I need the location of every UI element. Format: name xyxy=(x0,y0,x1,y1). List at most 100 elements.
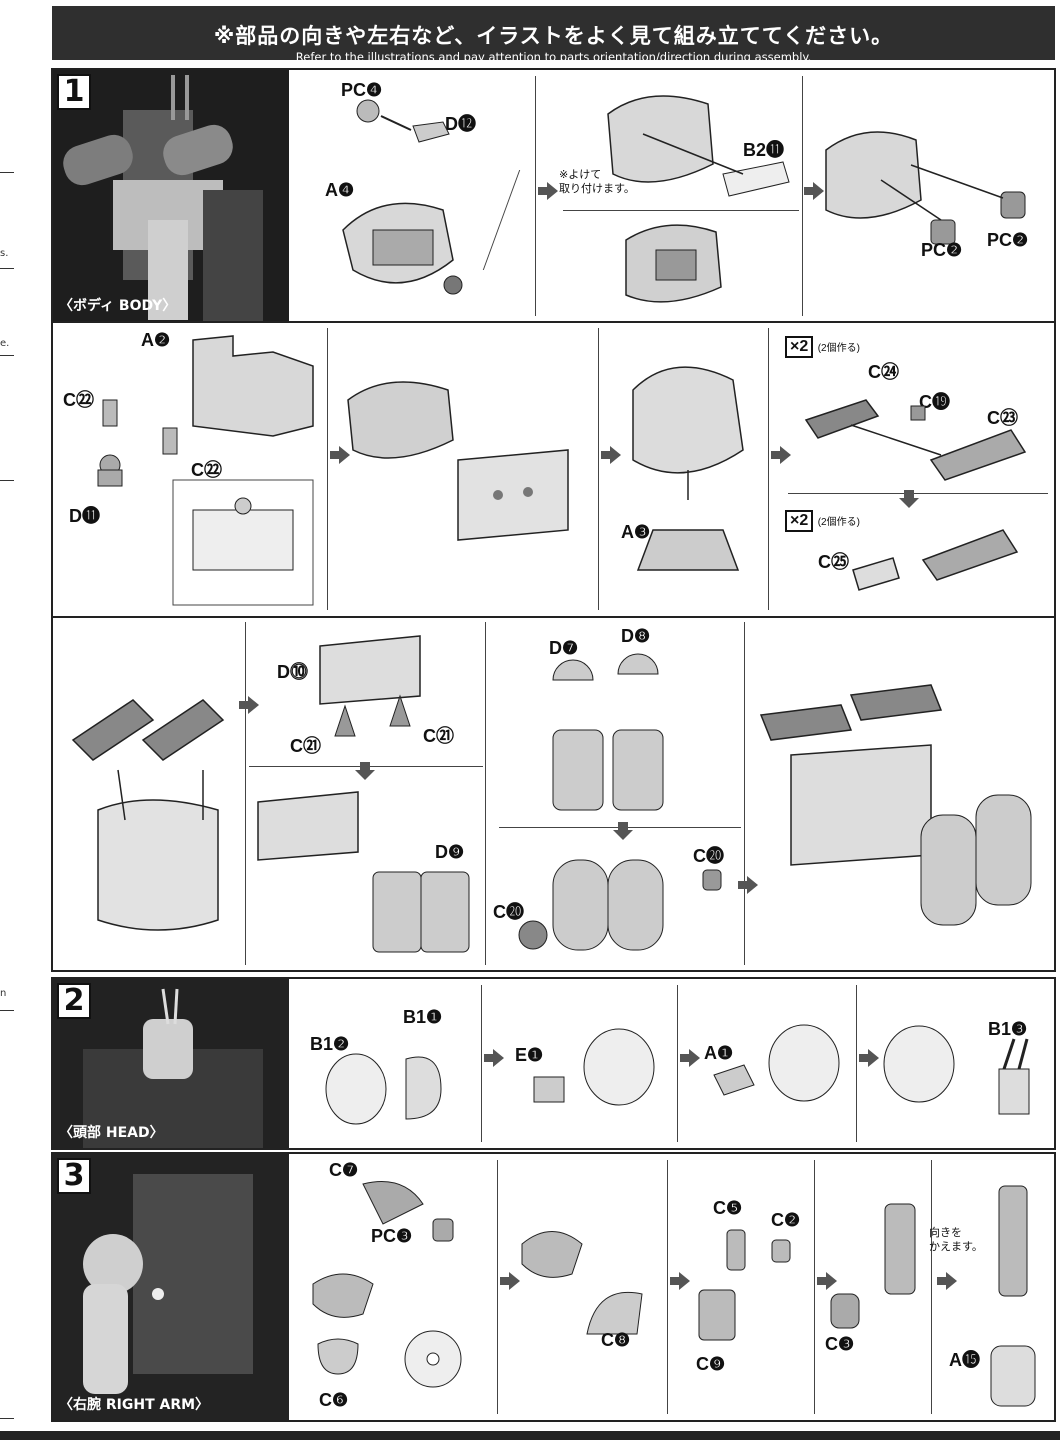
part-label-c20: C⓴ xyxy=(693,846,724,866)
part-label-c22: C㉒ xyxy=(191,460,222,480)
sub-divider xyxy=(788,493,1048,494)
part-label-d7: D❼ xyxy=(549,638,579,658)
row-divider xyxy=(53,321,1054,323)
step-arrow xyxy=(771,446,791,464)
part-label-pc2: PC❷ xyxy=(987,230,1029,250)
part-label-b1-1: B1❶ xyxy=(403,1007,443,1027)
column-divider xyxy=(802,76,803,316)
down-arrow xyxy=(899,490,919,508)
margin-rule xyxy=(0,268,14,269)
torso-a3-illustration xyxy=(632,366,744,571)
column-divider xyxy=(667,1160,668,1414)
step-arrow xyxy=(859,1049,879,1067)
column-divider xyxy=(814,1160,815,1414)
torso-b2-illustration xyxy=(607,95,790,197)
step-3-panel: 3 〈右腕 RIGHT ARM〉 C❼ PC❸ C❻ C❽ C❺ C❷ C❾ C… xyxy=(51,1152,1056,1422)
cannon-c25-illustration xyxy=(852,529,1019,591)
part-label-a1: A❶ xyxy=(704,1043,734,1063)
part-label-pc2: PC❷ xyxy=(921,240,963,260)
part-label-c8: C❽ xyxy=(601,1330,631,1350)
part-label-c6: C❻ xyxy=(319,1390,349,1410)
upper-arm-illustration xyxy=(312,1181,462,1388)
repeat-count: ×2 xyxy=(785,510,814,532)
step-1-panel: 1 〈ボディ BODY〉 PC❹ D⓬ A❹ ※よけて取り付けます。 B2⓫ xyxy=(51,68,1056,972)
head-e1-illustration xyxy=(533,1028,655,1106)
part-label-c7: C❼ xyxy=(329,1160,359,1180)
column-divider xyxy=(327,328,328,610)
part-label-c5: C❺ xyxy=(713,1198,743,1218)
step-arrow xyxy=(239,696,259,714)
shoulder-d10-illustration xyxy=(319,635,421,737)
part-label-c9: C❾ xyxy=(696,1354,726,1374)
step-arrow xyxy=(937,1272,957,1290)
body-photo: 1 〈ボディ BODY〉 xyxy=(53,70,289,321)
margin-rule xyxy=(0,480,14,481)
torso-a4-illustration xyxy=(342,202,463,295)
step-arrow xyxy=(601,446,621,464)
margin-rule xyxy=(0,355,14,356)
step-arrow xyxy=(538,182,558,200)
part-label-c24: C㉔ xyxy=(868,362,899,382)
column-divider xyxy=(931,1160,932,1414)
header-title-jp: ※部品の向きや左右など、イラストをよく見て組み立ててください。 xyxy=(213,24,894,48)
polycap-pc4-illustration xyxy=(356,99,450,143)
part-label-a15: A⓯ xyxy=(949,1350,980,1370)
callout-line xyxy=(482,170,521,270)
part-label-c23: C㉓ xyxy=(987,408,1018,428)
repeat-note: (2個作る) xyxy=(817,343,860,354)
repeat-x2-badge: ×2 (2個作る) xyxy=(785,510,860,532)
margin-rule xyxy=(0,1418,14,1419)
torso-waist-illustration xyxy=(347,381,569,541)
part-label-d12: D⓬ xyxy=(445,114,476,134)
step-number: 1 xyxy=(57,74,91,110)
repeat-note: (2個作る) xyxy=(817,517,860,528)
forearm-a15-illustration xyxy=(990,1185,1036,1407)
head-a1-illustration xyxy=(713,1024,840,1102)
part-label-c3: C❸ xyxy=(825,1334,855,1354)
step-arrow xyxy=(680,1049,700,1067)
step-arrow xyxy=(500,1272,520,1290)
step-arrow xyxy=(804,182,824,200)
column-divider xyxy=(497,1160,498,1414)
part-label-d11: D⓫ xyxy=(69,506,100,526)
margin-fragment: e. xyxy=(0,338,10,349)
part-label-a3: A❸ xyxy=(621,522,651,542)
column-divider xyxy=(856,985,857,1142)
part-label-c21: C㉑ xyxy=(423,726,454,746)
part-label-d9: D❾ xyxy=(435,842,465,862)
cannon-parts-illustration xyxy=(804,399,1027,481)
note-avoid: ※よけて取り付けます。 xyxy=(559,168,635,195)
column-divider xyxy=(485,622,486,965)
body-shoulder-attached-illustration xyxy=(759,684,1032,926)
step-2-panel: 2 〈頭部 HEAD〉 B1❷ B1❶ E❶ A❶ B1❸ xyxy=(51,977,1056,1150)
repeat-count: ×2 xyxy=(785,336,814,358)
step-arrow xyxy=(484,1049,504,1067)
part-label-c22: C㉒ xyxy=(63,390,94,410)
part-label-c19: C⓳ xyxy=(919,392,950,412)
part-label-b2-11: B2⓫ xyxy=(743,140,785,160)
head-photo: 2 〈頭部 HEAD〉 xyxy=(53,979,289,1148)
part-label-e1: E❶ xyxy=(515,1045,544,1065)
part-label-b1-3: B1❸ xyxy=(988,1019,1028,1039)
head-photo-image xyxy=(53,979,289,1148)
part-label-pc4: PC❹ xyxy=(341,80,383,100)
sub-divider xyxy=(563,210,799,211)
part-label-a4: A❹ xyxy=(325,180,355,200)
part-label-c25: C㉕ xyxy=(818,552,849,572)
column-divider xyxy=(245,622,246,965)
shoulder-d9-illustration xyxy=(257,791,470,953)
part-label-c21: C㉑ xyxy=(290,736,321,756)
step-arrow xyxy=(817,1272,837,1290)
instruction-header: ※部品の向きや左右など、イラストをよく見て組み立ててください。 Refer to… xyxy=(52,6,1055,64)
step-arrow xyxy=(330,446,350,464)
step-arrow xyxy=(670,1272,690,1290)
elbow-c3-illustration xyxy=(830,1203,916,1329)
repeat-x2-badge: ×2 (2個作る) xyxy=(785,336,860,358)
margin-fragment: s. xyxy=(0,248,9,259)
head-halves-illustration xyxy=(325,1053,442,1125)
column-divider xyxy=(535,76,536,316)
photo-label: 〈ボディ BODY〉 xyxy=(59,298,177,314)
column-divider xyxy=(481,985,482,1142)
margin-fragment: n xyxy=(0,988,7,999)
margin-rule xyxy=(0,1010,14,1011)
